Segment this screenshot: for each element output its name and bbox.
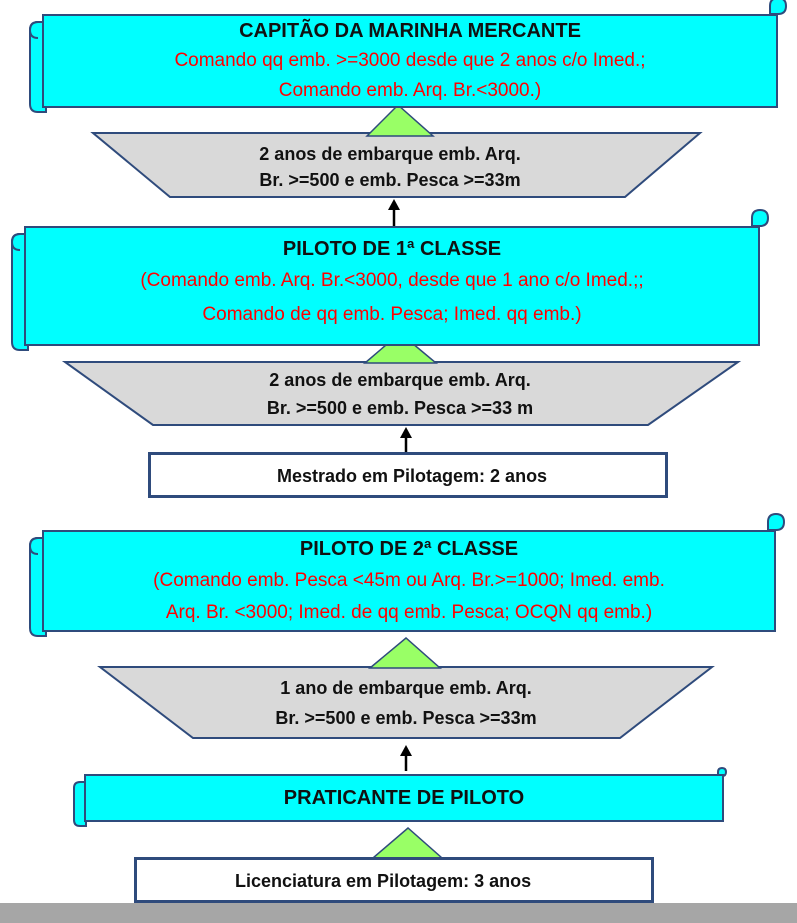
requirement-1-line2: Br. >=500 e emb. Pesca >=33m bbox=[259, 170, 521, 190]
level-capitao-desc-line1: Comando qq emb. >=3000 desde que 2 anos … bbox=[174, 50, 646, 71]
bachelor-degree-box: Licenciatura em Pilotagem: 3 anos bbox=[134, 857, 654, 903]
level-piloto2-scroll: PILOTO DE 2ª CLASSE (Comando emb. Pesca … bbox=[42, 530, 776, 632]
level-capitao-scroll: CAPITÃO DA MARINHA MERCANTE Comando qq e… bbox=[42, 14, 778, 108]
requirement-3-line2: Br. >=500 e emb. Pesca >=33m bbox=[275, 708, 537, 728]
level-piloto2-desc-line2: Arq. Br. <3000; Imed. de qq emb. Pesca; … bbox=[165, 602, 653, 623]
up-arrow-3 bbox=[400, 745, 412, 771]
requirement-1-line1: 2 anos de embarque emb. Arq. bbox=[259, 144, 521, 164]
up-arrow-2 bbox=[400, 427, 412, 452]
up-triangle-4 bbox=[370, 827, 444, 859]
level-praticante-title: PRATICANTE DE PILOTO bbox=[283, 787, 525, 809]
masters-degree-box: Mestrado em Pilotagem: 2 anos bbox=[148, 452, 668, 498]
up-triangle-2 bbox=[362, 332, 439, 364]
level-capitao-desc-line2: Comando emb. Arq. Br.<3000.) bbox=[278, 80, 542, 101]
level-capitao-title: CAPITÃO DA MARINHA MERCANTE bbox=[239, 20, 581, 42]
level-praticante-scroll: PRATICANTE DE PILOTO bbox=[84, 774, 724, 822]
requirement-trapezoid-2 bbox=[61, 361, 742, 426]
masters-degree-text: Mestrado em Pilotagem: 2 anos bbox=[277, 466, 548, 486]
up-triangle-3 bbox=[367, 637, 442, 669]
requirement-trapezoid-3 bbox=[97, 666, 715, 739]
level-piloto2-desc-line1: (Comando emb. Pesca <45m ou Arq. Br.>=10… bbox=[153, 570, 665, 591]
up-triangle-1 bbox=[365, 103, 435, 137]
level-piloto2-title: PILOTO DE 2ª CLASSE bbox=[299, 538, 519, 560]
up-arrow-1 bbox=[388, 199, 400, 226]
requirement-3-line1: 1 ano de embarque emb. Arq. bbox=[280, 678, 532, 698]
level-piloto1-title: PILOTO DE 1ª CLASSE bbox=[282, 238, 502, 260]
requirement-trapezoid-1 bbox=[90, 132, 703, 198]
requirement-2-line2: Br. >=500 e emb. Pesca >=33 m bbox=[266, 398, 534, 418]
level-piloto1-desc-line1: (Comando emb. Arq. Br.<3000, desde que 1… bbox=[140, 270, 644, 291]
bachelor-degree-text: Licenciatura em Pilotagem: 3 anos bbox=[235, 871, 532, 891]
level-piloto1-desc-line2: Comando de qq emb. Pesca; Imed. qq emb.) bbox=[202, 304, 582, 325]
level-piloto1-scroll: PILOTO DE 1ª CLASSE (Comando emb. Arq. B… bbox=[24, 226, 760, 346]
bottom-gray-bar bbox=[0, 903, 797, 923]
requirement-2-line1: 2 anos de embarque emb. Arq. bbox=[269, 370, 531, 390]
